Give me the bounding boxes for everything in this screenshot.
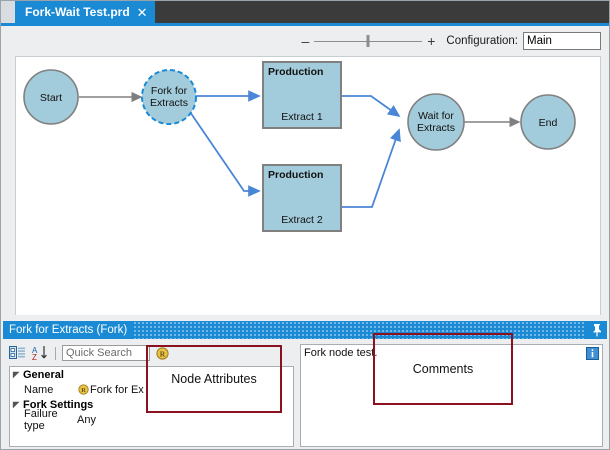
- collapse-triangle-icon[interactable]: ◤: [13, 399, 20, 409]
- svg-text:A: A: [32, 346, 38, 355]
- property-grid-toolbar: A Z R: [9, 343, 294, 363]
- property-grid: A Z R: [9, 343, 294, 447]
- node-production-extract-2: Production Extract 2: [262, 164, 342, 232]
- svg-text:Z: Z: [32, 353, 37, 361]
- pin-icon[interactable]: [591, 323, 603, 337]
- configuration-label: Configuration:: [446, 35, 518, 47]
- svg-text:R: R: [160, 349, 166, 358]
- svg-text:R: R: [81, 387, 86, 394]
- connector-production1-to-wait: [341, 95, 401, 118]
- property-category-label: Fork Settings: [23, 398, 94, 411]
- panel-header-grip: [133, 321, 585, 339]
- zoom-in-icon[interactable]: +: [427, 33, 436, 49]
- restricted-icon: R: [77, 384, 90, 395]
- node-production-2-label: Extract 2: [281, 214, 323, 226]
- property-row-value[interactable]: Any: [77, 413, 96, 426]
- node-wait-for-extracts: Wait for Extracts: [407, 93, 465, 151]
- document-tab-label: Fork-Wait Test.prd: [25, 5, 130, 19]
- properties-panel: Fork for Extracts (Fork): [3, 321, 607, 447]
- zoom-out-icon[interactable]: –: [301, 33, 310, 49]
- panel-splitter[interactable]: [1, 315, 609, 321]
- node-fork: Fork for Extracts: [141, 69, 197, 125]
- node-fork-label-line1: Fork for: [151, 85, 188, 97]
- property-row-failure-type[interactable]: Failure type Any: [10, 408, 293, 432]
- connector-production2-to-wait: [341, 128, 401, 208]
- document-tab-fork-wait-test[interactable]: Fork-Wait Test.prd ✕: [15, 1, 155, 23]
- search-input[interactable]: [62, 345, 150, 361]
- document-tab-strip: Fork-Wait Test.prd ✕: [1, 1, 609, 23]
- canvas-toolbar: – + Configuration:: [1, 26, 609, 56]
- properties-panel-body: A Z R: [3, 339, 607, 447]
- toolbar-separator: [55, 346, 56, 360]
- info-icon[interactable]: [586, 347, 599, 360]
- property-row-name[interactable]: Name R Fork for Ex: [10, 382, 293, 397]
- node-wait-label-line1: Wait for: [418, 110, 454, 122]
- property-row-label: Name: [24, 383, 54, 396]
- node-production-1-title: Production: [268, 66, 323, 78]
- node-production-extract-1: Production Extract 1: [262, 61, 342, 129]
- comments-box[interactable]: Fork node test.: [300, 344, 603, 447]
- options-icon[interactable]: R: [156, 346, 169, 360]
- tab-strip-empty-area: [154, 1, 609, 23]
- zoom-slider-track[interactable]: [314, 34, 423, 48]
- property-row-value[interactable]: Fork for Ex: [90, 383, 144, 396]
- collapse-triangle-icon[interactable]: ◤: [13, 369, 20, 379]
- property-grid-rows[interactable]: ◤ General Name R Fork for Ex: [9, 366, 294, 447]
- comments-text[interactable]: Fork node test.: [304, 347, 378, 359]
- zoom-slider-thumb[interactable]: [366, 35, 370, 47]
- node-production-2-title: Production: [268, 169, 323, 181]
- property-row-label: Failure type: [24, 407, 58, 432]
- properties-panel-header: Fork for Extracts (Fork): [3, 321, 607, 339]
- node-fork-label-line2: Extracts: [150, 97, 188, 109]
- connector-fork-to-production2: [187, 108, 261, 197]
- property-category-label: General: [23, 368, 64, 381]
- tab-active-underline: [1, 23, 609, 26]
- property-category-fork-settings[interactable]: ◤ Fork Settings: [10, 397, 293, 412]
- node-end-label: End: [539, 117, 558, 129]
- node-start-label: Start: [40, 92, 62, 104]
- node-wait-label-line2: Extracts: [417, 122, 455, 134]
- zoom-slider-control[interactable]: – +: [300, 34, 436, 48]
- close-icon[interactable]: ✕: [136, 4, 148, 20]
- alphabetical-sort-icon[interactable]: A Z: [32, 345, 49, 361]
- node-end: End: [520, 94, 576, 150]
- diagram-canvas[interactable]: Start Fork for Extracts Production Extra…: [15, 56, 601, 315]
- tab-strip-left-gap: [1, 1, 15, 23]
- node-production-1-label: Extract 1: [281, 111, 323, 123]
- properties-panel-title: Fork for Extracts (Fork): [9, 324, 128, 336]
- configuration-input[interactable]: [523, 32, 601, 50]
- categorized-view-icon[interactable]: [9, 345, 26, 361]
- node-start: Start: [23, 69, 79, 125]
- property-category-general[interactable]: ◤ General: [10, 367, 293, 382]
